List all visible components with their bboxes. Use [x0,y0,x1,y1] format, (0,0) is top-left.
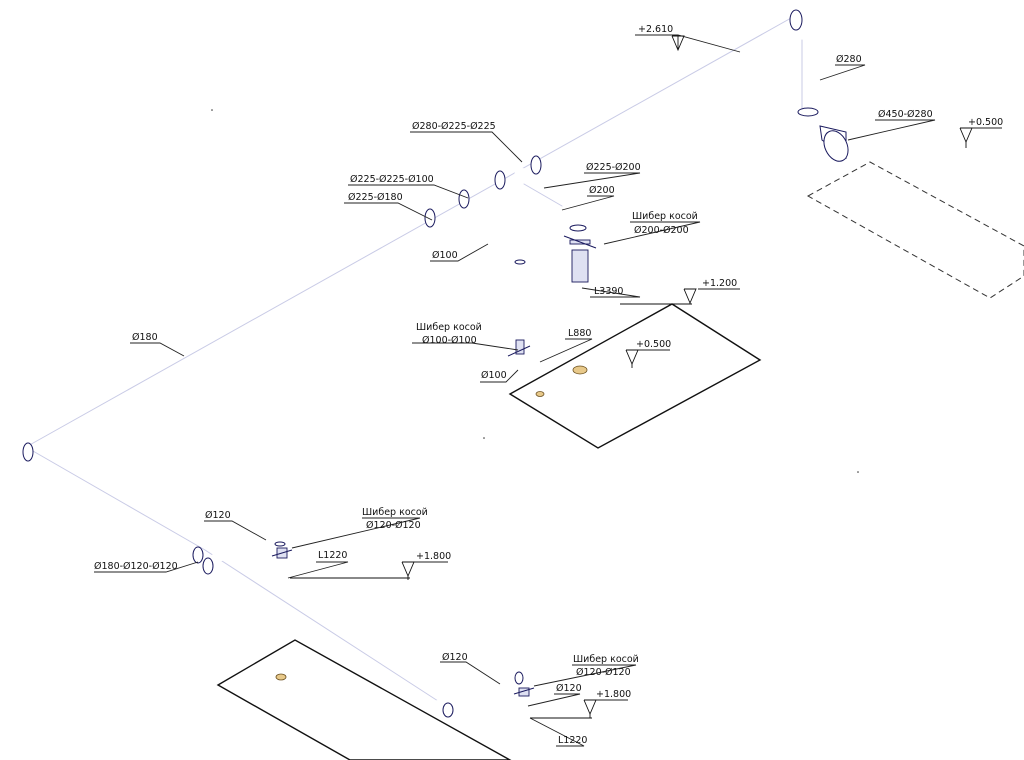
label-d450-280: Ø450-Ø280 [878,109,933,120]
label-reducer-225-180: Ø225-Ø180 [348,192,403,203]
slide-damper-120-upper[interactable] [271,547,293,559]
label-tee-180-120-120: Ø180-Ø120-Ø120 [94,561,178,572]
label-damper-120b-size: Ø120-Ø120 [576,667,631,678]
label-d100-lower: Ø100 [481,370,507,381]
slide-damper-200[interactable] [563,235,597,283]
label-damper-100-title: Шибер косой [416,322,482,333]
label-damper-200-title: Шибер косой [632,211,698,222]
duct-joints [22,9,849,718]
label-d100-upper: Ø100 [432,250,458,261]
label-reducer-225-200: Ø225-Ø200 [586,162,641,173]
label-damper-120a-size: Ø120-Ø120 [366,520,421,531]
diagram-labels: +2.610 Ø280 Ø450-Ø280 +0.500 Ø280-Ø225-Ø… [94,24,1003,746]
label-d280: Ø280 [836,54,862,65]
label-elev-1800-a: +1.800 [416,551,451,562]
label-len-1220-a: L1220 [318,550,347,561]
label-elev-1200: +1.200 [702,278,737,289]
label-damper-120b-title: Шибер косой [573,654,639,665]
label-d200: Ø200 [589,185,615,196]
equipment-outline-dashed [806,161,1024,299]
label-elev-top: +2.610 [638,24,673,35]
label-d120-a: Ø120 [205,510,231,521]
label-elev-1800-b: +1.800 [596,689,631,700]
elevation-marks [290,35,973,719]
leader-lines [94,34,1002,747]
label-d120-c: Ø120 [556,683,582,694]
label-damper-120a-title: Шибер косой [362,507,428,518]
slide-damper-100[interactable] [507,339,531,357]
label-elev-0500-mid: +0.500 [636,339,671,350]
label-len-3390: L3390 [594,286,623,297]
label-d120-b: Ø120 [442,652,468,663]
label-tee-280-225-225: Ø280-Ø225-Ø225 [412,121,496,132]
label-elev-0500-right: +0.500 [968,117,1003,128]
label-len-1220-b: L1220 [558,735,587,746]
floor-opening [572,365,588,375]
label-damper-200-size: Ø200-Ø200 [634,225,689,236]
floor-opening [535,391,545,397]
slide-damper-120-lower[interactable] [513,687,535,697]
label-damper-100-size: Ø100-Ø100 [422,335,477,346]
floor-slab-mid [508,303,762,449]
label-len-880: L880 [568,328,591,339]
label-tee-225-225-100: Ø225-Ø225-Ø100 [350,174,434,185]
floor-opening [275,673,287,681]
floor-slab-bottom [216,639,512,760]
label-d180: Ø180 [132,332,158,343]
